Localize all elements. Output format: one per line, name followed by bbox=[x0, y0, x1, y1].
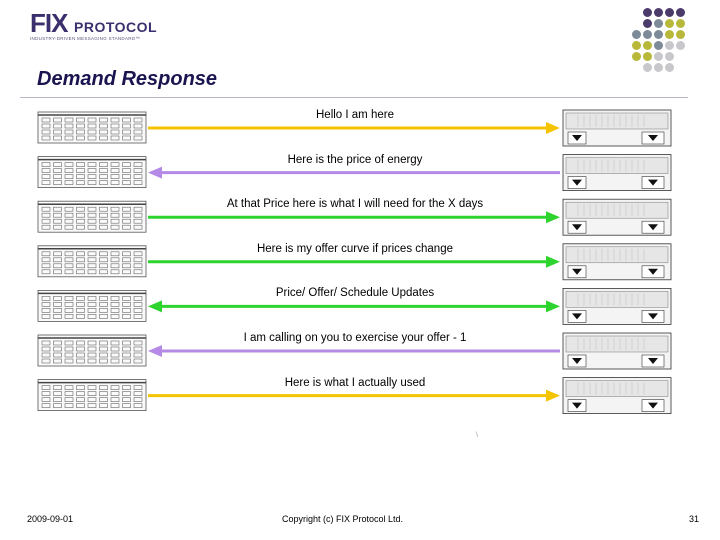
building-icon bbox=[37, 156, 147, 189]
logo-dot bbox=[643, 30, 652, 39]
message-label: Here is what I actually used bbox=[284, 376, 426, 389]
fix-protocol-logo: FIX PROTOCOL INDUSTRY-DRIVEN MESSAGING S… bbox=[30, 8, 160, 44]
message-arrow bbox=[148, 211, 560, 224]
logo-dot bbox=[676, 41, 685, 50]
message-arrow bbox=[148, 389, 560, 402]
meter-device-icon bbox=[562, 377, 672, 415]
message-label: Hello I am here bbox=[316, 109, 394, 121]
logo-protocol-text: PROTOCOL bbox=[74, 19, 158, 35]
logo-dot bbox=[643, 8, 652, 17]
stray-mark: \ bbox=[476, 432, 478, 439]
building-icon bbox=[37, 334, 147, 367]
logo-dot bbox=[665, 19, 674, 28]
footer-page-number: 31 bbox=[689, 514, 700, 524]
logo-dot bbox=[665, 30, 674, 39]
message-label: At that Price here is what I will need f… bbox=[226, 198, 484, 211]
building-icon bbox=[37, 289, 147, 322]
meter-device-icon bbox=[562, 287, 672, 325]
logo-dot bbox=[632, 30, 641, 39]
logo-dot bbox=[676, 8, 685, 17]
building-icon bbox=[37, 200, 147, 233]
meter-device-icon bbox=[562, 243, 672, 281]
logo-dot bbox=[654, 30, 663, 39]
logo-tagline: INDUSTRY-DRIVEN MESSAGING STANDARD™ bbox=[30, 36, 141, 41]
logo-dot bbox=[632, 52, 641, 61]
message-label: Price/ Offer/ Schedule Updates bbox=[275, 287, 435, 300]
building-icon bbox=[37, 111, 147, 144]
message-arrow bbox=[148, 255, 560, 268]
message-label: Here is the price of energy bbox=[287, 153, 423, 166]
logo-dot bbox=[665, 52, 674, 61]
logo-dot bbox=[654, 8, 663, 17]
logo-dot bbox=[643, 41, 652, 50]
logo-dot bbox=[654, 41, 663, 50]
logo-dot bbox=[632, 41, 641, 50]
meter-device-icon bbox=[562, 332, 672, 370]
logo-dot bbox=[654, 52, 663, 61]
title-divider bbox=[20, 97, 688, 98]
logo-dot bbox=[654, 19, 663, 28]
logo-dot-grid bbox=[632, 8, 692, 88]
footer-copyright: Copyright (c) FIX Protocol Ltd. bbox=[282, 514, 404, 524]
logo-dot bbox=[676, 19, 685, 28]
message-arrow bbox=[148, 345, 560, 357]
logo-dot bbox=[665, 63, 674, 72]
meter-device-icon bbox=[562, 109, 672, 147]
message-label: Here is my offer curve if prices change bbox=[256, 242, 453, 255]
message-label: I am calling on you to exercise your off… bbox=[243, 332, 467, 344]
logo-dot bbox=[643, 52, 652, 61]
page-title: Demand Response bbox=[37, 68, 218, 90]
logo-dot bbox=[654, 63, 663, 72]
building-icon bbox=[37, 379, 147, 412]
meter-device-icon bbox=[562, 198, 672, 236]
footer-date: 2009-09-01 bbox=[27, 514, 74, 524]
meter-device-icon bbox=[562, 154, 672, 192]
logo-dot bbox=[665, 8, 674, 17]
message-arrow bbox=[148, 122, 560, 134]
logo-fix-text: FIX bbox=[30, 8, 68, 38]
message-arrow bbox=[148, 166, 560, 179]
message-arrow bbox=[148, 300, 560, 313]
building-icon bbox=[37, 245, 147, 278]
logo-dot bbox=[676, 30, 685, 39]
logo-dot bbox=[643, 19, 652, 28]
logo-dot bbox=[643, 63, 652, 72]
logo-dot bbox=[665, 41, 674, 50]
